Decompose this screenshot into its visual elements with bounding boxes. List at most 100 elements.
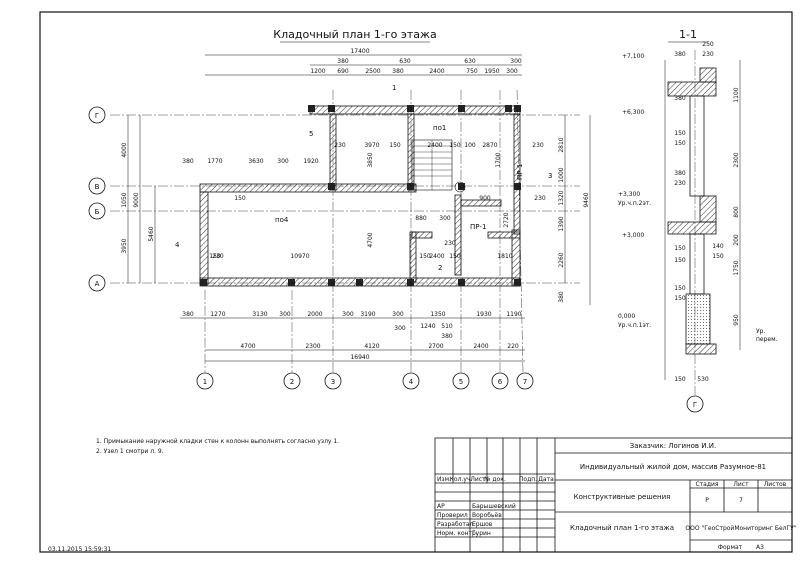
svg-text:510: 510 [441, 323, 453, 330]
title-block [434, 437, 793, 553]
section-title: 1-1 [679, 28, 697, 41]
svg-text:2400: 2400 [429, 68, 444, 75]
svg-text:1: 1 [203, 378, 207, 386]
svg-text:А: А [95, 280, 100, 288]
svg-text:140: 140 [712, 243, 724, 250]
svg-text:300: 300 [506, 68, 518, 75]
svg-text:Разработал: Разработал [437, 521, 474, 528]
svg-text:3950: 3950 [121, 238, 128, 253]
svg-text:9000: 9000 [133, 192, 140, 207]
svg-text:150: 150 [389, 142, 401, 149]
svg-text:3: 3 [548, 172, 552, 180]
svg-text:№ док.: № док. [484, 476, 506, 483]
svg-text:250: 250 [702, 41, 714, 48]
svg-text:Воробьёв: Воробьёв [472, 512, 502, 519]
svg-text:1320: 1320 [558, 190, 565, 205]
svg-text:380: 380 [182, 311, 194, 318]
axis-labels-bottom: 1 2 3 4 5 6 7 [203, 378, 527, 386]
svg-text:530: 530 [697, 376, 709, 383]
svg-text:4700: 4700 [240, 343, 255, 350]
overall-width: 17400 [350, 48, 369, 55]
svg-text:Гурин: Гурин [472, 530, 491, 537]
svg-text:Индивидуальный жилой дом, масс: Индивидуальный жилой дом, массив Разумно… [580, 463, 766, 471]
svg-text:630: 630 [464, 58, 476, 65]
axis-lines [110, 89, 580, 373]
svg-text:Стадия: Стадия [695, 481, 718, 488]
svg-text:150: 150 [449, 253, 461, 260]
plan-title: Кладочный план 1-го этажа [273, 28, 436, 41]
svg-text:380: 380 [441, 333, 453, 340]
svg-text:150: 150 [712, 253, 724, 260]
svg-text:Дата: Дата [538, 476, 554, 483]
svg-text:Кладочный план 1-го этажа: Кладочный план 1-го этажа [570, 524, 674, 532]
svg-text:3130: 3130 [252, 311, 267, 318]
title-block-text: Заказчик: Логинов И.И. Индивидуальный жи… [437, 442, 797, 551]
svg-text:300: 300 [439, 215, 451, 222]
svg-text:2400: 2400 [429, 253, 444, 260]
svg-text:4: 4 [175, 241, 180, 249]
svg-text:10970: 10970 [290, 253, 309, 260]
svg-text:по1: по1 [433, 124, 446, 132]
svg-text:230: 230 [334, 142, 346, 149]
svg-text:16940: 16940 [350, 354, 369, 361]
svg-text:800: 800 [733, 206, 740, 218]
svg-text:1200: 1200 [310, 68, 325, 75]
svg-text:Кол.уч.: Кол.уч. [450, 476, 473, 483]
svg-text:2: 2 [290, 378, 294, 386]
svg-text:2400: 2400 [473, 343, 488, 350]
svg-text:300: 300 [394, 325, 406, 332]
svg-text:380: 380 [674, 51, 686, 58]
right-dims: 2810 1000 1320 1390 2260 9460 380 [558, 137, 590, 303]
svg-text:1000: 1000 [558, 167, 565, 182]
svg-text:300: 300 [279, 311, 291, 318]
svg-text:1350: 1350 [430, 311, 445, 318]
svg-text:300: 300 [342, 311, 354, 318]
svg-text:Заказчик: Логинов И.И.: Заказчик: Логинов И.И. [630, 442, 716, 450]
svg-text:5: 5 [459, 378, 463, 386]
svg-text:150: 150 [209, 253, 221, 260]
section-drawing [664, 50, 741, 395]
svg-text:1750: 1750 [733, 260, 740, 275]
svg-text:Проверил: Проверил [437, 512, 468, 519]
svg-text:Лист: Лист [470, 476, 486, 483]
svg-text:380: 380 [337, 58, 349, 65]
svg-text:2300: 2300 [733, 152, 740, 167]
svg-text:1190: 1190 [506, 311, 521, 318]
svg-text:380: 380 [392, 68, 404, 75]
svg-text:0,000: 0,000 [618, 313, 635, 320]
timestamp: 03.11.2015 15:59:31 [48, 546, 111, 553]
top-dims: 1200 690 2500 380 630 2400 750 1950 300 … [310, 58, 522, 75]
svg-text:ПР-1: ПР-1 [516, 164, 524, 180]
svg-text:1: 1 [392, 84, 396, 92]
svg-text:150: 150 [674, 140, 686, 147]
svg-text:Г: Г [95, 112, 99, 120]
svg-text:230: 230 [534, 195, 546, 202]
svg-text:Ур.ч.п.1эт.: Ур.ч.п.1эт. [618, 322, 651, 329]
section-dims: 250 380 230 380 150 150 380 230 150 150 … [674, 41, 740, 383]
svg-text:+3,000: +3,000 [622, 232, 644, 239]
svg-text:Подп.: Подп. [519, 476, 537, 483]
section-levels: +7,100 +6,300 +3,300 Ур.ч.п.2эт. +3,000 … [618, 53, 778, 343]
svg-text:4700: 4700 [367, 232, 374, 247]
svg-text:880: 880 [415, 215, 427, 222]
svg-text:Конструктивные решения: Конструктивные решения [574, 493, 671, 501]
svg-text:2300: 2300 [305, 343, 320, 350]
axis-labels-left: Г В Б А [95, 112, 100, 288]
svg-text:2: 2 [438, 264, 442, 272]
plan-labels: по1 по4 ПР-1 ПР-1 1 4 5 3 2 [175, 84, 552, 272]
svg-text:630: 630 [399, 58, 411, 65]
svg-text:230: 230 [674, 180, 686, 187]
svg-text:150: 150 [234, 195, 246, 202]
note-1: 1. Примыкание наружной кладки стен к кол… [96, 438, 339, 445]
left-dim-lines [127, 115, 156, 283]
svg-text:1700: 1700 [495, 152, 502, 167]
svg-text:3: 3 [331, 378, 335, 386]
plan-columns [200, 105, 521, 286]
svg-text:100: 100 [464, 142, 476, 149]
svg-text:150: 150 [674, 257, 686, 264]
svg-text:1050: 1050 [121, 192, 128, 207]
svg-text:перем.: перем. [756, 336, 778, 343]
svg-text:2810: 2810 [558, 137, 565, 152]
svg-text:220: 220 [507, 343, 519, 350]
svg-text:1810: 1810 [497, 253, 512, 260]
